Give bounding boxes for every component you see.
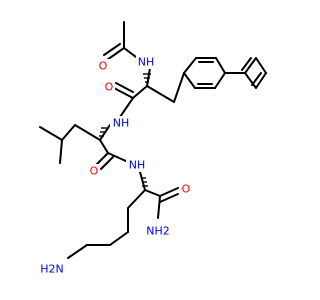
bond-naph-fusion	[214, 72, 226, 89]
bond-naph-b5	[244, 72, 257, 89]
bond-leu-cgamma-ch3-a	[39, 126, 63, 141]
bond-lys-n-calpha	[139, 171, 146, 191]
bond-nal-c-o-1	[113, 87, 134, 99]
bond-leu-cgamma-ch3-b	[59, 139, 63, 164]
bond-nal-cbeta-ring	[173, 72, 185, 103]
bond-nal-calpha-cbeta	[146, 85, 175, 103]
atom-label-nh-lysine: NH	[129, 159, 146, 172]
hashed-wedge-lys	[141, 177, 148, 187]
atom-label-h2n-side-chain: H2N	[40, 263, 64, 276]
bond-leu-c-n	[107, 152, 129, 163]
bond-naph-b2	[244, 57, 257, 74]
bond-lys-chain-3	[109, 231, 129, 246]
structure-canvas: O NH O NH O NH O NH2 H2N	[39, 21, 267, 276]
atom-label-o-amide: O	[182, 183, 191, 196]
bond-leu-c-o-2	[100, 156, 114, 170]
hashed-wedge-leu	[99, 127, 108, 137]
hashed-wedge-nal	[143, 73, 151, 83]
bond-naph-a3	[215, 57, 226, 74]
bond-lys-c-o-2	[159, 193, 179, 203]
bond-nal-calpha-co	[132, 85, 148, 99]
atom-label-nh-leucine: NH	[113, 117, 130, 130]
atom-label-nh-acetamide: NH	[138, 56, 155, 69]
bond-naph-a6	[183, 72, 196, 89]
bond-naph-b2-inner	[241, 57, 252, 71]
bond-naph-b3	[255, 57, 267, 74]
atom-label-nh2-terminal: NH2	[146, 225, 170, 238]
atom-labels: O NH O NH O NH O NH2 H2N	[39, 55, 192, 276]
bonds	[39, 21, 267, 259]
bond-nal-c-n	[119, 97, 134, 118]
bond-lys-chain-5	[67, 244, 88, 259]
bond-nal-n-calpha	[146, 67, 151, 87]
atom-label-o-leu-carbonyl: O	[90, 165, 99, 178]
bond-naph-b4	[255, 72, 267, 89]
atom-label-o-nal-carbonyl: O	[105, 81, 114, 94]
chemical-structure: O NH O NH O NH O NH2 H2N	[39, 21, 267, 276]
stereo-bonds	[99, 73, 151, 187]
bond-leu-calpha-cbeta	[74, 124, 101, 141]
atom-label-o-acetyl: O	[99, 60, 108, 73]
bond-lys-chain-1	[127, 189, 146, 209]
bond-lys-calpha-co	[144, 189, 161, 197]
bond-leu-c-o-1	[94, 152, 109, 167]
bond-nal-c-o-2	[115, 82, 134, 93]
bond-lys-c-o-1	[159, 187, 179, 197]
bond-lys-c-nh2	[157, 195, 161, 219]
bond-acetyl-c-o-1	[106, 47, 125, 61]
bond-acetyl-c-o-2	[103, 43, 121, 56]
bond-leu-cbeta-cgamma	[61, 124, 76, 141]
bond-naph-a1	[183, 57, 197, 74]
bond-leu-calpha-co	[99, 139, 109, 154]
